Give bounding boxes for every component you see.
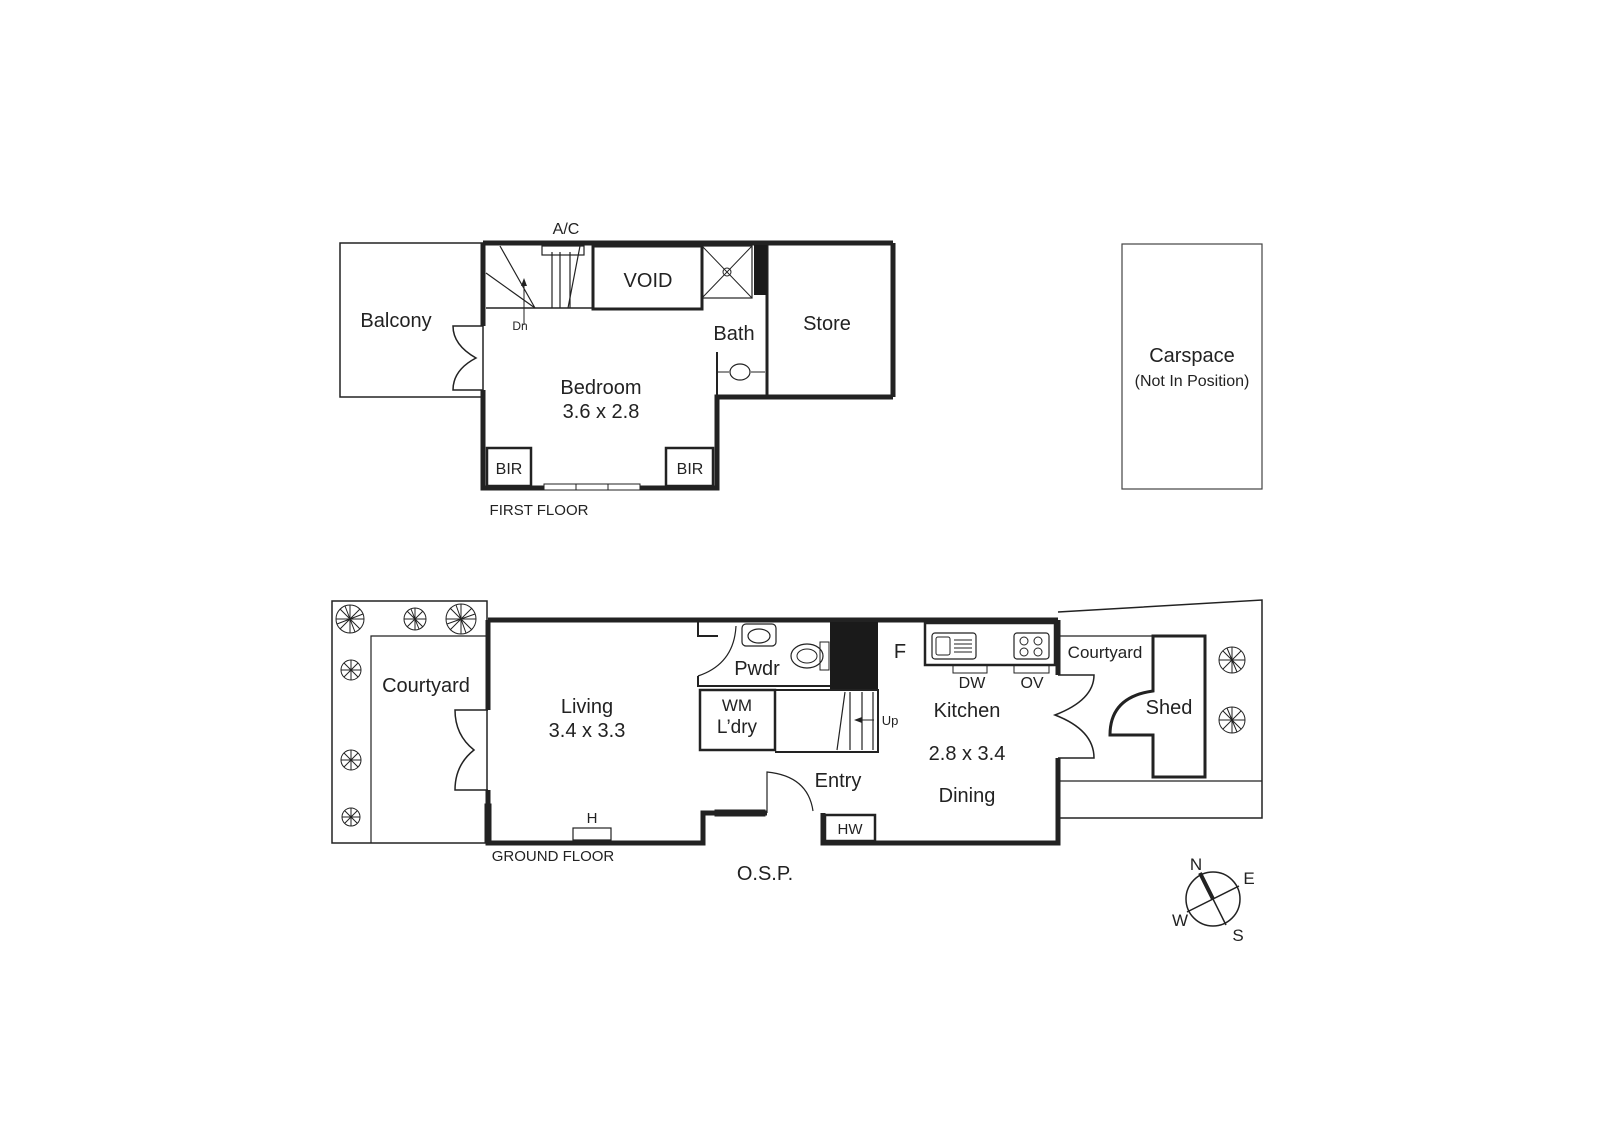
- bath-label: Bath: [713, 323, 754, 345]
- kitchen-size: 2.8 x 3.4: [929, 743, 1006, 765]
- bedroom-label: Bedroom: [560, 377, 641, 399]
- fridge-label: F: [894, 641, 906, 663]
- dining-label: Dining: [939, 785, 996, 807]
- heater-label: H: [587, 810, 598, 827]
- carspace-outline: [1121, 243, 1263, 490]
- stairs-down-label: Dn: [512, 319, 527, 333]
- kitchen-label: Kitchen: [934, 700, 1001, 722]
- courtyard-east-label: Courtyard: [1068, 643, 1143, 662]
- hw-label: HW: [838, 821, 864, 838]
- living-label: Living: [561, 696, 613, 718]
- ground-floor-caption: GROUND FLOOR: [492, 848, 615, 865]
- bedroom-size: 3.6 x 2.8: [563, 401, 640, 423]
- oven-label: OV: [1020, 675, 1043, 692]
- compass-icon: [1185, 871, 1241, 927]
- carspace-note: (Not In Position): [1135, 373, 1250, 390]
- first-floor-plan: [339, 240, 896, 491]
- shed-label: Shed: [1146, 697, 1193, 719]
- ground-floor-plan: [331, 599, 1263, 846]
- compass-east: E: [1243, 869, 1254, 888]
- compass-south: S: [1232, 926, 1243, 945]
- compass-west: W: [1172, 911, 1188, 930]
- laundry-label: L’dry: [717, 717, 758, 738]
- first-floor-caption: FIRST FLOOR: [490, 502, 589, 519]
- osp-label: O.S.P.: [737, 863, 793, 885]
- courtyard-west-label: Courtyard: [382, 675, 470, 697]
- balcony-label: Balcony: [360, 310, 431, 332]
- living-size: 3.4 x 3.3: [549, 720, 626, 742]
- store-label: Store: [803, 313, 851, 335]
- pwdr-label: Pwdr: [734, 658, 780, 680]
- stairs-up-label: Up: [882, 713, 899, 728]
- bir-left-label: BIR: [496, 461, 523, 478]
- wm-label: WM: [722, 696, 752, 715]
- tree-icons: [335, 603, 1246, 827]
- void-label: VOID: [624, 270, 673, 292]
- compass-north: N: [1190, 855, 1202, 874]
- bir-right-label: BIR: [677, 461, 704, 478]
- ac-label: A/C: [553, 221, 580, 238]
- dishwasher-label: DW: [959, 675, 987, 692]
- entry-label: Entry: [815, 770, 862, 792]
- carspace-label: Carspace: [1149, 345, 1235, 367]
